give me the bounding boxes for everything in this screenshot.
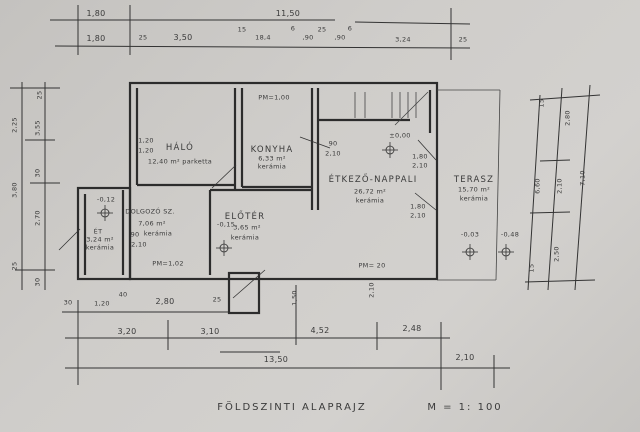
halo-window: 1,20 — [138, 136, 154, 145]
dim-left: 25 — [10, 261, 19, 271]
room-floor-dolgozo: kerámia — [143, 229, 173, 238]
stairs — [354, 91, 429, 126]
dim-left: 30 — [33, 277, 42, 287]
dolgozo-parapet: PM=1,02 — [152, 259, 184, 268]
dim-bottom: 1,20 — [94, 299, 110, 308]
terrace-outline — [437, 89, 501, 281]
dim-left: 3,80 — [10, 182, 19, 198]
dim-bottom: 4,52 — [310, 326, 330, 335]
door-height: 2,10 — [131, 240, 147, 249]
room-floor-etkezo: kerámia — [355, 196, 385, 205]
room-floor-terasz: kerámia — [459, 194, 489, 203]
dim-left: 25 — [35, 90, 44, 100]
drawing-scale: M = 1: 100 — [427, 402, 503, 413]
etkezo-parapet: PM= 20 — [358, 261, 386, 270]
room-name-halo: HÁLÓ — [165, 143, 195, 153]
dim-bottom: 1,50 — [290, 290, 299, 306]
dim-right: 15 — [537, 98, 546, 108]
dim-left: 30 — [33, 168, 42, 178]
level-terasz-2: -0,48 — [500, 230, 520, 239]
dim-bottom: 30 — [63, 298, 73, 307]
dim-row2: 18,4 — [255, 33, 271, 42]
level-eloter: -0,15 — [216, 220, 236, 229]
door-width: 1,80 — [410, 202, 426, 211]
walls — [76, 81, 439, 315]
dim-row2: ,90 — [302, 33, 314, 42]
room-area-halo: 12,40 m² parketta — [147, 157, 213, 166]
konyha-parapet: PM=1,00 — [258, 93, 290, 102]
dim-bottom: 25 — [212, 295, 222, 304]
etkezo-window: 2,10 — [367, 282, 376, 298]
dim-row2: 25 — [138, 33, 148, 42]
dim-bottom: 2,48 — [402, 324, 422, 333]
room-area-dolgozo: 7,06 m² — [138, 219, 166, 228]
door-height: 2,10 — [412, 161, 428, 170]
room-floor-et: kerámia — [85, 243, 115, 252]
room-area-etkezo: 26,72 m² — [353, 187, 387, 196]
dim-right: 2,80 — [563, 110, 572, 126]
dim-row2: 1,80 — [86, 34, 106, 43]
halo-window-height: 1,20 — [138, 146, 154, 155]
room-area-terasz: 15,70 m² — [457, 185, 491, 194]
door-width: 1,80 — [412, 152, 428, 161]
dim-left: 2,70 — [33, 210, 42, 226]
level-markers — [97, 142, 514, 260]
dim-bottom: 3,10 — [200, 327, 220, 336]
dim-top-1: 1,80 — [86, 9, 106, 18]
dim-right: 2,50 — [552, 246, 561, 262]
room-name-konyha: KONYHA — [250, 145, 294, 155]
room-area-et: 3,24 m² — [86, 235, 114, 244]
room-name-terasz: TERASZ — [453, 175, 495, 185]
dim-bottom: 3,20 — [117, 327, 137, 336]
level-et: -0,12 — [96, 195, 116, 204]
door-width: 90 — [328, 139, 338, 148]
dim-left: 2,25 — [10, 117, 19, 133]
room-name-eloter: ELŐTÉR — [224, 212, 266, 222]
dim-left: 3,55 — [33, 120, 42, 136]
level-etkezo: ±0,00 — [389, 131, 411, 140]
dim-bottom: 2,80 — [155, 297, 175, 306]
dim-row2: 15 — [237, 25, 247, 34]
room-name-et: ÉT — [93, 227, 103, 236]
dim-row2: ,90 — [334, 33, 346, 42]
drawing-title: FÖLDSZINTI ALAPRAJZ — [217, 402, 367, 413]
door-height: 2,10 — [410, 211, 426, 220]
room-floor-eloter: kerámia — [230, 233, 260, 242]
dimension-lines — [10, 5, 601, 390]
dim-row2: 25 — [317, 25, 327, 34]
door-width: 90 — [130, 230, 140, 239]
dim-right: 2,10 — [555, 178, 564, 194]
room-name-dolgozo: DOLGOZÓ SZ. — [125, 207, 175, 216]
dim-bottom: 2,10 — [455, 353, 475, 362]
dim-bottom: 40 — [118, 290, 128, 299]
door-swings — [58, 136, 437, 299]
level-terasz-1: -0,03 — [460, 230, 480, 239]
room-area-eloter: 3,65 m² — [233, 223, 261, 232]
dim-row2: 3,50 — [173, 33, 193, 42]
door-height: 2,10 — [325, 149, 341, 158]
dim-right: 6,60 — [533, 178, 542, 194]
dim-row2: 6 — [347, 24, 353, 33]
dim-row2: 25 — [458, 35, 468, 44]
dim-top-2: 11,50 — [275, 9, 301, 18]
dim-row2: 3,24 — [395, 35, 411, 44]
room-area-konyha: 6,33 m² — [258, 154, 286, 163]
dim-right: 15 — [527, 263, 536, 273]
dim-row2: 6 — [290, 24, 296, 33]
dim-right: 7,10 — [578, 170, 587, 186]
dim-bottom: 13,50 — [263, 355, 289, 364]
room-name-etkezo: ÉTKEZŐ-NAPPALI — [328, 175, 418, 185]
room-floor-konyha: kerámia — [257, 162, 287, 171]
